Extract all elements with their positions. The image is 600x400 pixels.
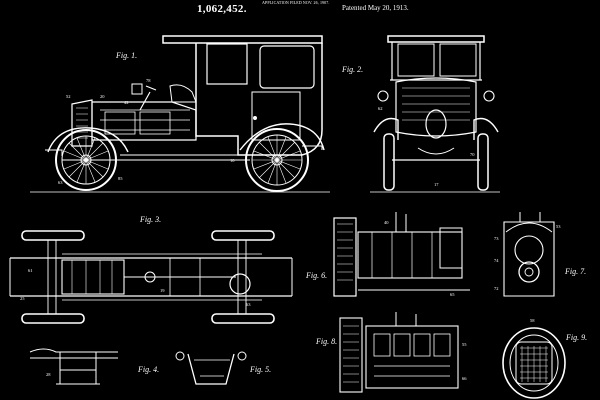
ref-label: 58 [530,318,535,323]
ref-label: 72 [494,286,499,291]
ref-label: 42 [124,100,129,105]
fig7-engine-front: Fig. 7. 53 73 74 72 [494,212,586,297]
ref-label: 66 [462,376,467,381]
ref-label: 40 [384,220,389,225]
fig7-label: Fig. 7. [564,267,586,276]
ref-label: 10 [230,158,235,163]
fig8-label: Fig. 8. [315,337,337,346]
fig4-detail: Fig. 4. 28 [29,348,159,385]
ref-label: 85 [118,176,123,181]
fig4-label: Fig. 4. [137,365,159,374]
patent-header: 1,062,452. APPLICATION FILED NOV. 26, 19… [0,0,600,18]
ref-label: 73 [494,236,499,241]
ref-label: 74 [494,258,499,263]
fig5-label: Fig. 5. [249,365,271,374]
ref-label: 55 [462,342,467,347]
ref-label: 17 [434,182,439,187]
ref-label: 61 [28,268,33,273]
ref-label: 20 [100,94,105,99]
ref-label: 70 [470,152,475,157]
ref-label: 78 [146,78,151,83]
ref-label: 62 [378,106,383,111]
ref-label: 53 [556,224,561,229]
fig8-engine-section: Fig. 8. 55 66 [315,312,467,393]
fig9-radiator-front: Fig. 9. 58 [502,318,587,399]
fig3-label: Fig. 3. [139,215,161,224]
ref-label: 63 [58,180,63,185]
patent-number: 1,062,452. [197,3,247,15]
ref-label: 19 [160,288,165,293]
patented-date: Patented May 20, 1913. [342,4,409,12]
ref-label: 63 [246,302,251,307]
ref-label: 28 [46,372,51,377]
fig6-label: Fig. 6. [305,271,327,280]
fig2-front-elevation: Fig. 2. 62 17 70 [341,35,500,193]
fig9-label: Fig. 9. [565,333,587,342]
application-filed-note: APPLICATION FILED NOV. 26, 1907. [262,0,330,5]
fig3-chassis-plan: Fig. 3. 61 25 19 63 [9,215,293,324]
ref-label: 65 [450,292,455,297]
ref-label: 25 [20,296,25,301]
fig6-engine-side: Fig. 6. 40 65 [305,212,470,297]
ref-label: 52 [66,94,71,99]
fig1-side-elevation: Fig. 1. 78 20 42 52 85 63 10 [30,35,330,193]
fig5-detail: Fig. 5. [175,351,271,385]
fig1-label: Fig. 1. [115,51,137,60]
fig2-label: Fig. 2. [341,65,363,74]
